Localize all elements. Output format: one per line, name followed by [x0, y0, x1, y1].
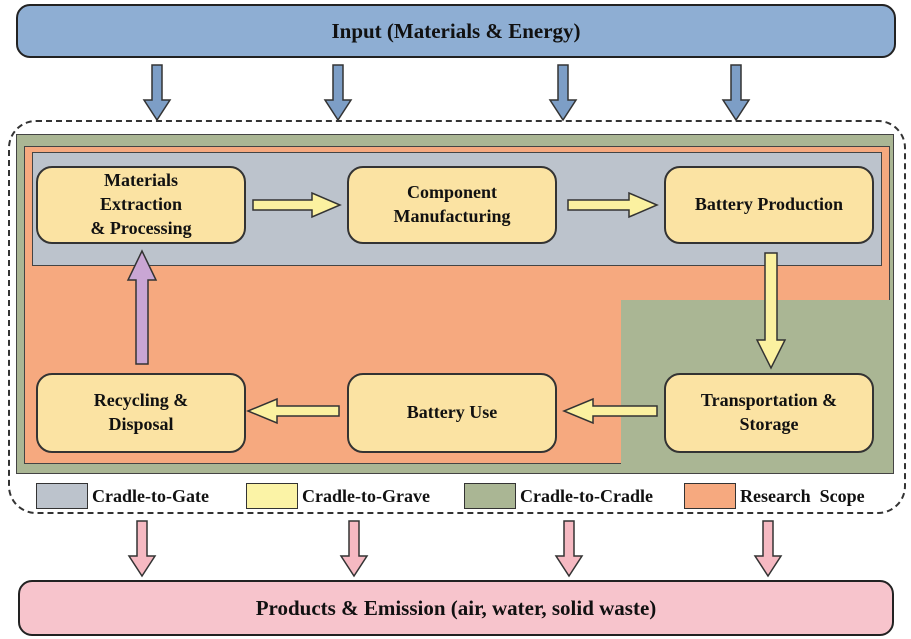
output-arrow-2: [339, 520, 369, 578]
input-arrow-3: [548, 64, 578, 122]
battery-use-node: Battery Use: [347, 373, 557, 453]
materials-extraction-node: Materials Extraction & Processing: [36, 166, 246, 244]
legend-label: Cradle-to-Grave: [302, 485, 430, 506]
input-bar-label: Input (Materials & Energy): [331, 18, 581, 43]
recycling-disposal-node: Recycling & Disposal: [36, 373, 246, 453]
legend-swatch: [246, 483, 298, 509]
arrow-component-to-production: [567, 191, 659, 219]
arrow-production-to-transport: [755, 252, 787, 370]
input-arrow-4: [721, 64, 751, 122]
system-boundary-frame: [8, 120, 906, 514]
output-bar: Products & Emission (air, water, solid w…: [18, 580, 894, 636]
legend-label: Cradle-to-Gate: [92, 485, 209, 506]
legend-swatch: [464, 483, 516, 509]
battery-production-node: Battery Production: [664, 166, 874, 244]
arrow-use-to-recycling: [246, 397, 340, 425]
component-manufacturing-node: Component Manufacturing: [347, 166, 557, 244]
output-arrow-3: [554, 520, 584, 578]
legend-cradle-to-gate: Cradle-to-Gate: [36, 482, 209, 510]
arrow-materials-to-component: [252, 191, 342, 219]
legend-label: Cradle-to-Cradle: [520, 485, 653, 506]
legend-swatch: [36, 483, 88, 509]
legend-label: Research Scope: [740, 485, 865, 506]
transportation-storage-node: Transportation & Storage: [664, 373, 874, 453]
output-bar-label: Products & Emission (air, water, solid w…: [255, 595, 657, 620]
legend-cradle-to-grave: Cradle-to-Grave: [246, 482, 430, 510]
input-bar: Input (Materials & Energy): [16, 4, 896, 58]
legend-swatch: [684, 483, 736, 509]
input-arrow-1: [142, 64, 172, 122]
legend-cradle-to-cradle: Cradle-to-Cradle: [464, 482, 653, 510]
arrow-recycling-to-materials: [126, 249, 158, 365]
output-arrow-4: [753, 520, 783, 578]
output-arrow-1: [127, 520, 157, 578]
legend-research-scope: Research Scope: [684, 482, 865, 510]
arrow-transport-to-use: [562, 397, 658, 425]
input-arrow-2: [323, 64, 353, 122]
